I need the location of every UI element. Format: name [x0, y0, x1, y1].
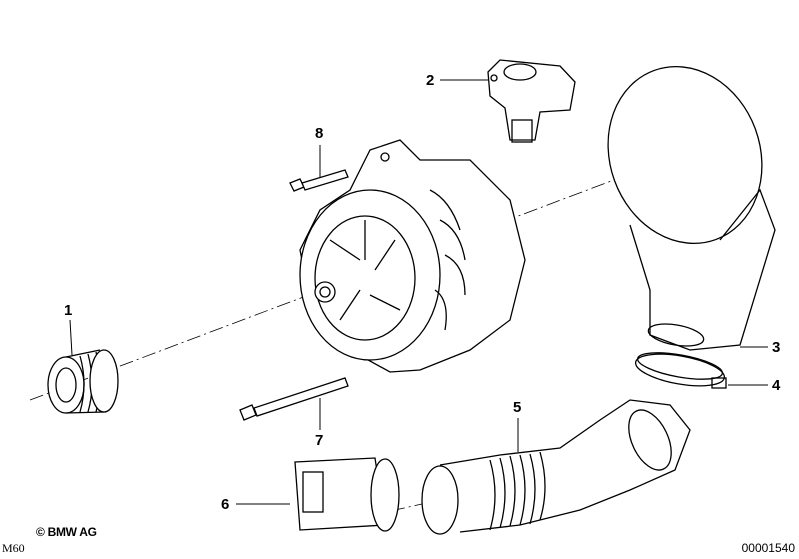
hose-clamp-part-4[interactable]: [633, 348, 727, 392]
alternator[interactable]: [299, 139, 526, 373]
regulator-part-2[interactable]: [487, 59, 576, 143]
callout-6[interactable]: 6: [221, 496, 230, 513]
callout-8[interactable]: 8: [315, 125, 324, 142]
callout-3[interactable]: 3: [772, 339, 781, 356]
callout-5[interactable]: 5: [513, 399, 522, 416]
copyright: © BMW AG: [36, 525, 97, 539]
model-label: M60: [2, 541, 25, 555]
leader-lines: [69, 79, 768, 505]
callout-4[interactable]: 4: [772, 377, 781, 394]
diagram-code: 00001540: [741, 541, 795, 555]
intake-bellows-part-5[interactable]: [421, 399, 691, 535]
callout-7[interactable]: 7: [315, 432, 324, 449]
callout-2[interactable]: 2: [426, 72, 435, 89]
callout-1[interactable]: 1: [64, 302, 73, 319]
air-duct-part-3[interactable]: [584, 45, 787, 351]
bolt-part-8[interactable]: [289, 169, 349, 192]
bolt-part-7[interactable]: [239, 377, 349, 421]
duct-connector-part-6[interactable]: [294, 457, 400, 532]
pulley-part-1[interactable]: [47, 349, 119, 414]
